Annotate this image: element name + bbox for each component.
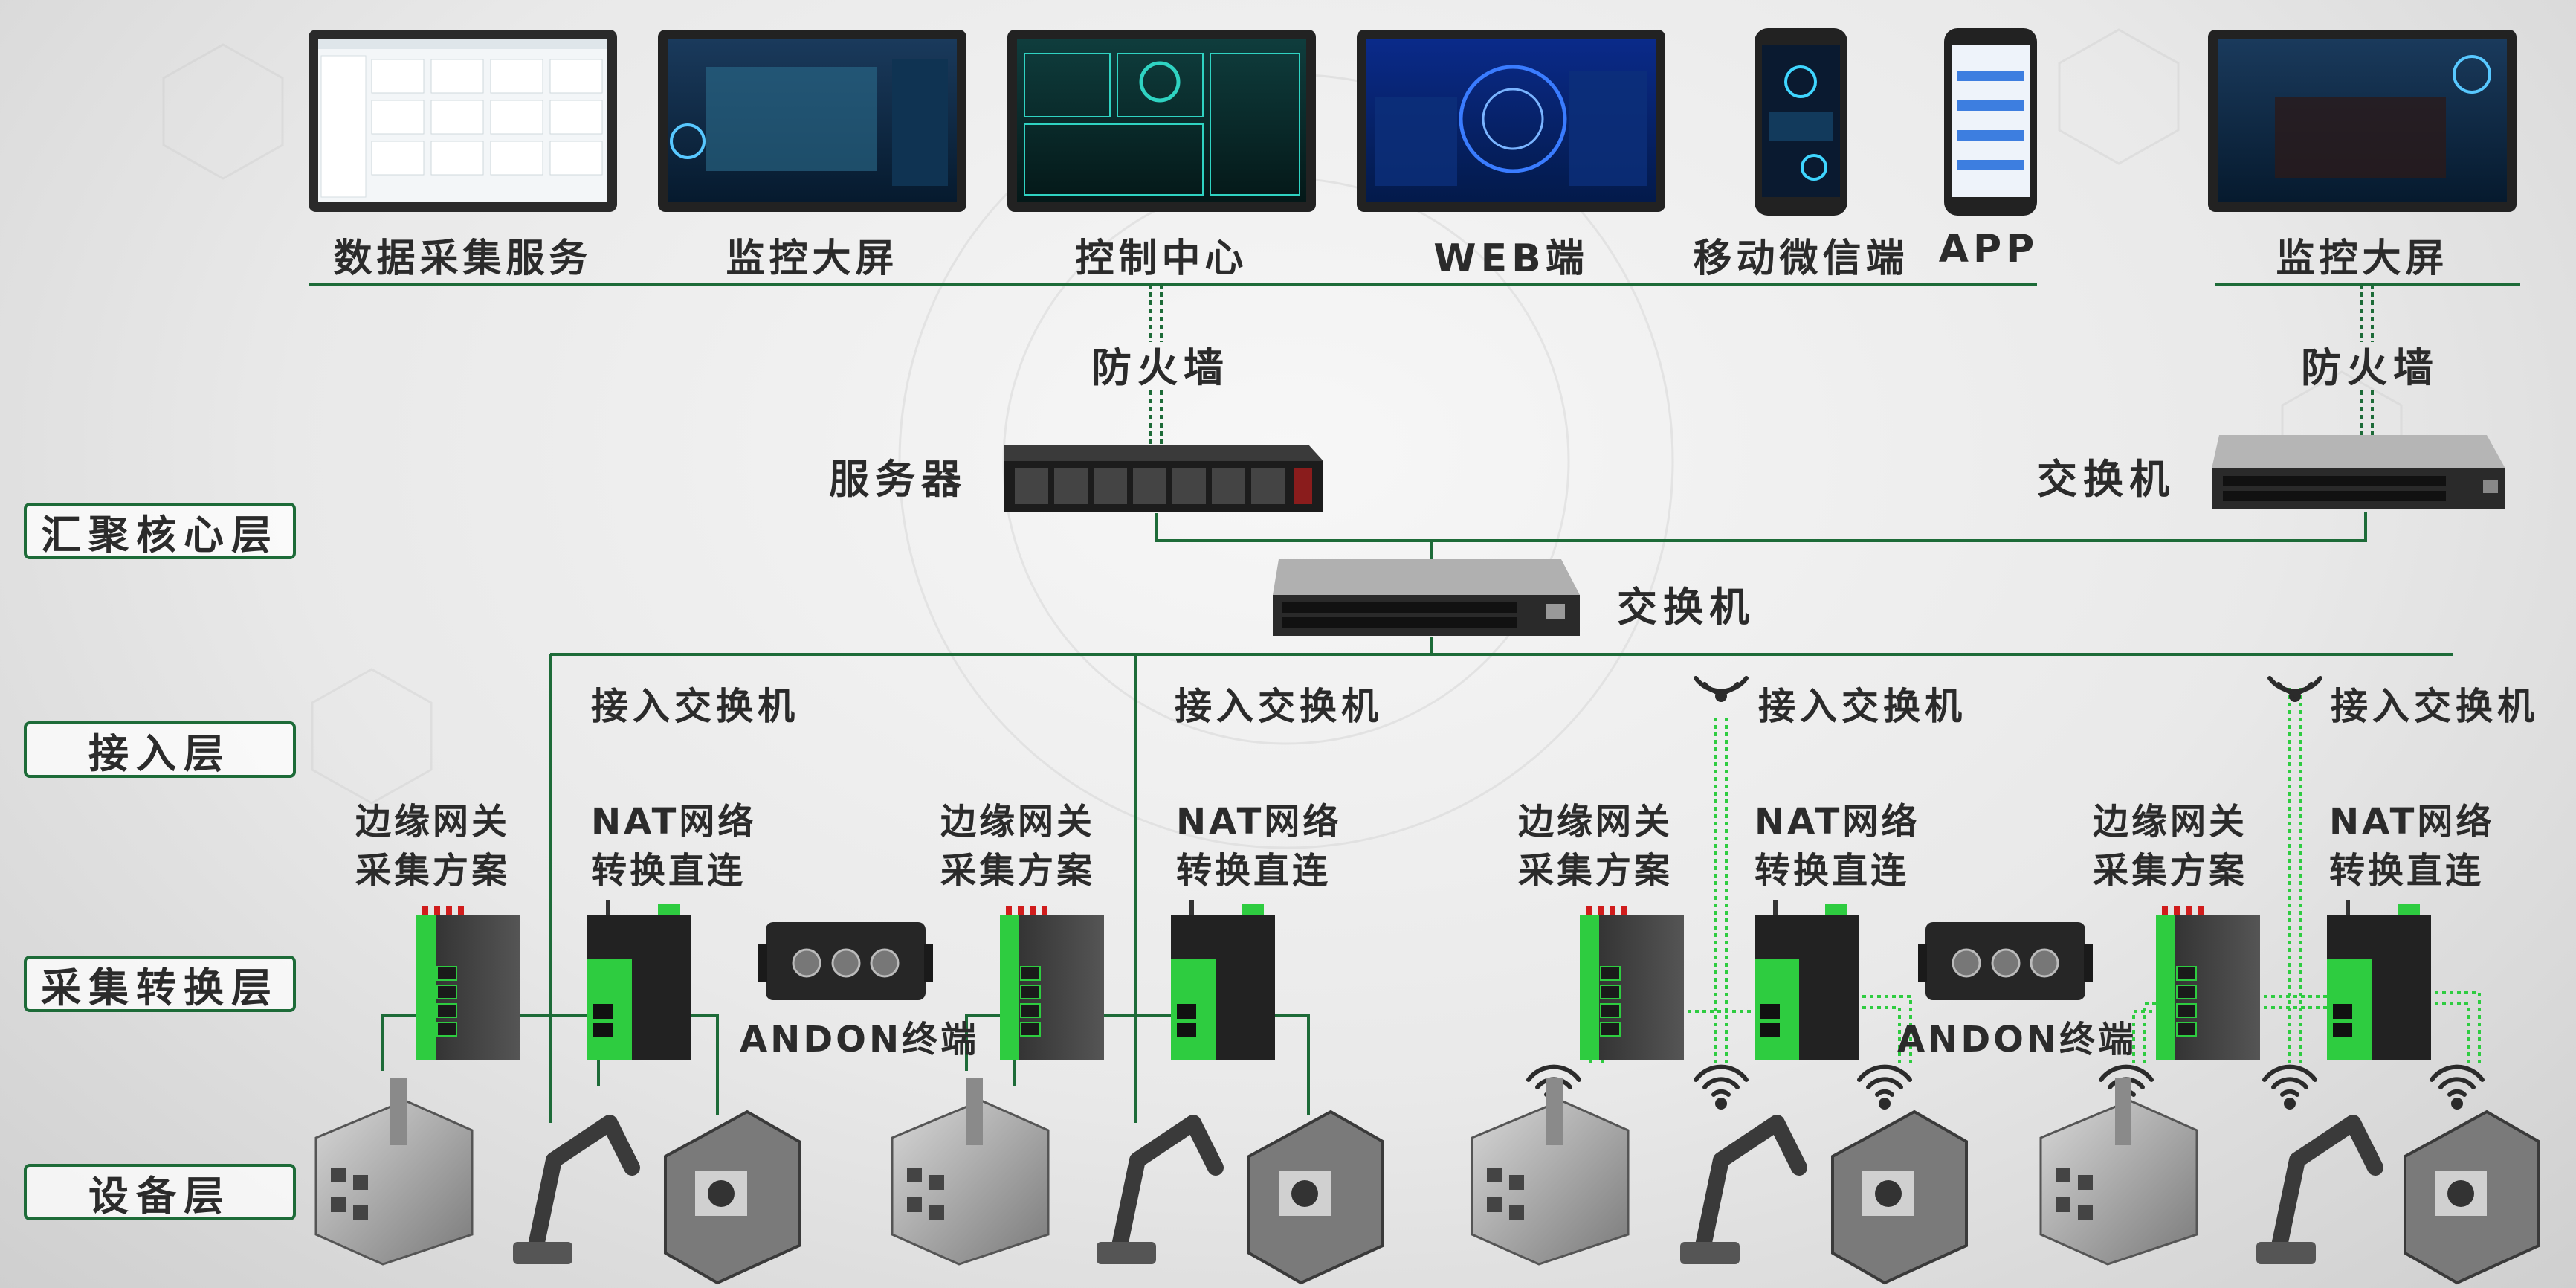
equipment-factories — [314, 1078, 2198, 1266]
label-nat-2: NAT网络转换直连 — [1176, 801, 1342, 892]
andon-terminals — [758, 922, 2093, 1000]
screen-data-collection — [309, 30, 617, 212]
layer-collection-conversion: 采集转换层 — [24, 956, 296, 1012]
label-monitor-wall-1: 监控大屏 — [726, 236, 899, 281]
label-access-switch-2: 接入交换机 — [1175, 685, 1383, 728]
label-edge-gateway-4: 边缘网关采集方案 — [2093, 801, 2248, 892]
label-nat-1: NAT网络转换直连 — [591, 801, 757, 892]
phone-wechat — [1755, 28, 1847, 216]
label-nat-4: NAT网络转换直连 — [2329, 801, 2495, 892]
label-access-switch-3: 接入交换机 — [1758, 685, 1966, 728]
label-edge-gateway-2: 边缘网关采集方案 — [940, 801, 1096, 892]
label-edge-gateway-1: 边缘网关采集方案 — [355, 801, 511, 892]
screen-monitor-wall-2 — [2208, 30, 2517, 212]
label-andon-1: ANDON终端 — [740, 1019, 980, 1060]
screen-web — [1357, 30, 1665, 212]
label-switch-right: 交换机 — [2037, 456, 2175, 503]
label-server: 服务器 — [829, 456, 967, 503]
label-firewall-right: 防火墙 — [2301, 344, 2439, 391]
screen-control-center — [1007, 30, 1316, 212]
nat-devices — [587, 900, 2431, 1060]
label-data-collection: 数据采集服务 — [333, 236, 593, 281]
label-access-switch-1: 接入交换机 — [591, 685, 799, 728]
server — [1004, 445, 1323, 512]
label-firewall-left: 防火墙 — [1091, 344, 1230, 391]
equipment-cnc-machines — [664, 1110, 2540, 1285]
label-andon-2: ANDON终端 — [1897, 1019, 2137, 1060]
phone-app — [1944, 28, 2037, 216]
layer-access: 接入层 — [24, 721, 296, 778]
label-wechat: 移动微信端 — [1693, 236, 1909, 281]
layer-aggregation-core: 汇聚核心层 — [24, 503, 296, 559]
layer-equipment: 设备层 — [24, 1164, 296, 1220]
screen-monitor-wall-1 — [658, 30, 966, 212]
edge-gateway-devices — [416, 906, 2260, 1060]
switch-core — [1273, 559, 1580, 636]
label-control-center: 控制中心 — [1075, 236, 1248, 281]
label-app: APP — [1938, 227, 2039, 271]
label-monitor-wall-2: 监控大屏 — [2276, 236, 2449, 281]
equipment-robot-bases — [513, 1242, 2316, 1264]
label-access-switch-4: 接入交换机 — [2331, 685, 2539, 728]
label-web: WEB端 — [1433, 236, 1589, 281]
label-switch-core: 交换机 — [1617, 584, 1755, 631]
label-nat-3: NAT网络转换直连 — [1755, 801, 1920, 892]
equipment-robot-arms — [527, 1115, 2383, 1258]
label-edge-gateway-3: 边缘网关采集方案 — [1518, 801, 1673, 892]
switch-right — [2212, 435, 2505, 509]
